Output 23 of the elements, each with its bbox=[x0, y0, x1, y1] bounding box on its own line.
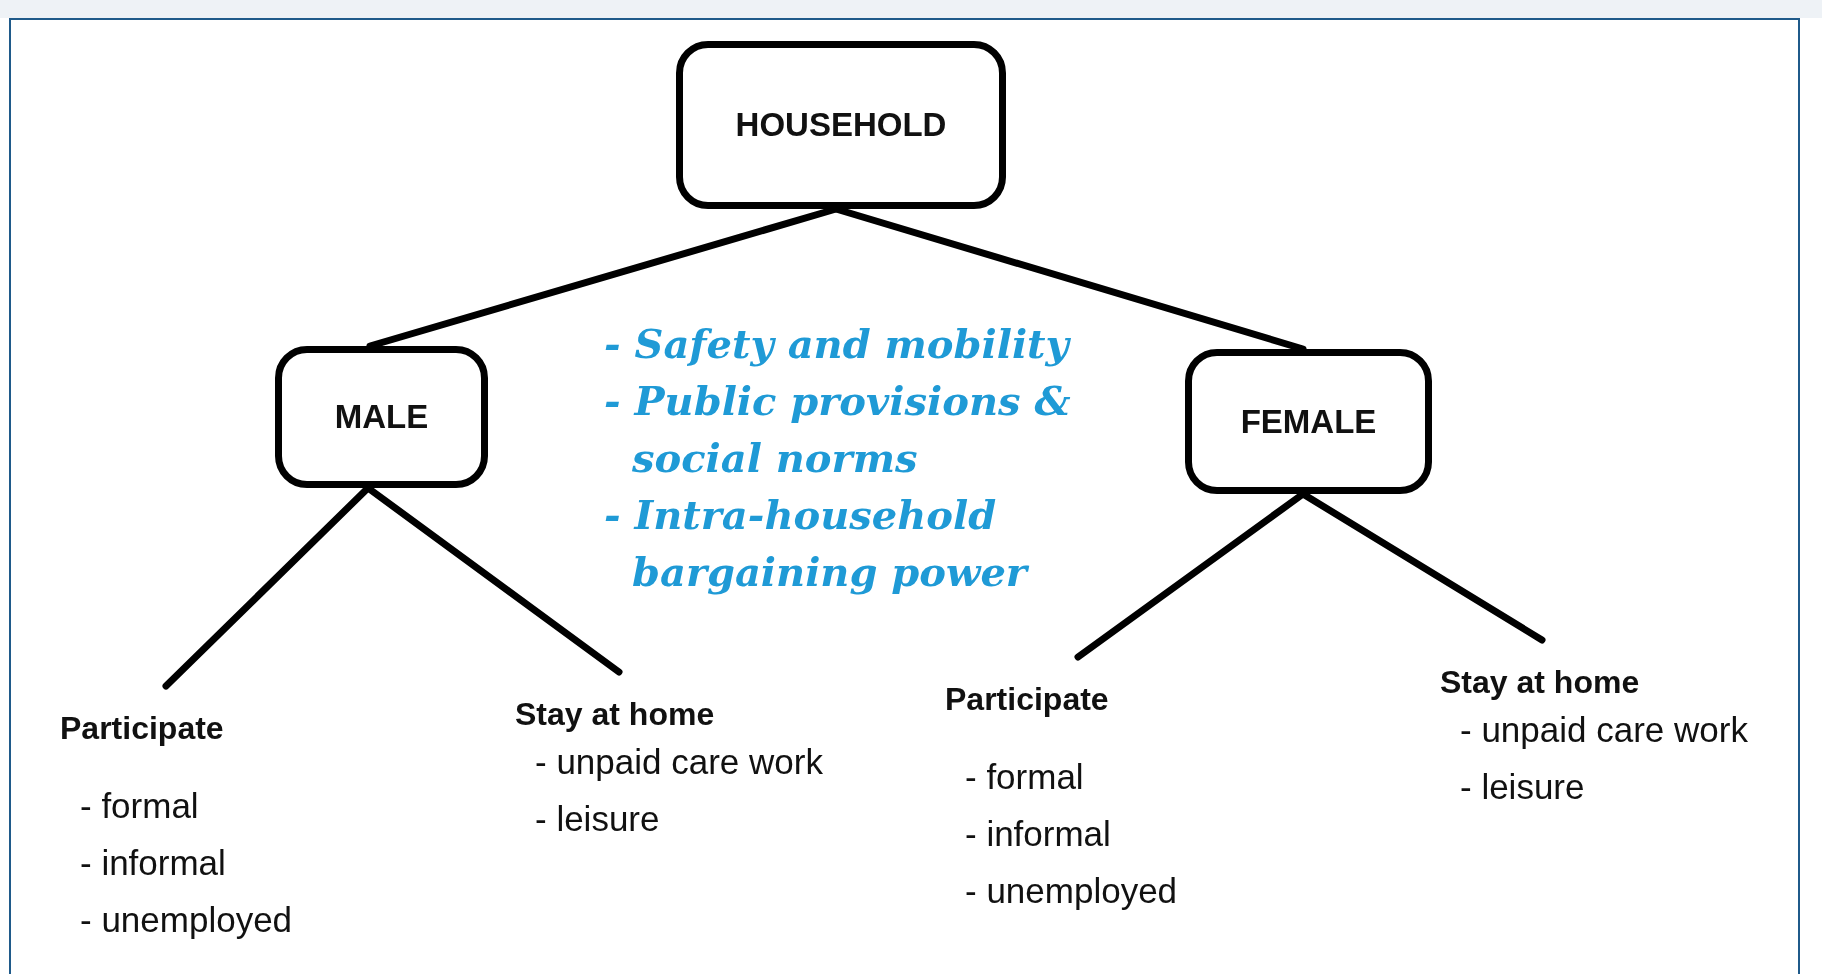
category-heading: Stay at home bbox=[515, 696, 716, 733]
factor-item: - Safety and mobility bbox=[604, 319, 1072, 369]
node-label: HOUSEHOLD bbox=[735, 106, 947, 144]
factor-item: - Intra-household bargaining power bbox=[604, 490, 1030, 597]
list-item: - unemployed bbox=[80, 899, 294, 941]
list-item: - unpaid care work bbox=[535, 741, 824, 783]
rounded-box bbox=[275, 346, 488, 488]
list-item: - unemployed bbox=[965, 870, 1179, 912]
list-item: - formal bbox=[80, 785, 200, 827]
node-label: MALE bbox=[334, 398, 429, 436]
list-item: - leisure bbox=[535, 798, 661, 840]
list-item: - informal bbox=[965, 813, 1112, 855]
list-item: - formal bbox=[965, 756, 1085, 798]
factor-item: - Public provisions & social norms bbox=[604, 376, 1072, 483]
category-heading: Stay at home bbox=[1440, 664, 1641, 701]
list-item: - leisure bbox=[1460, 766, 1586, 808]
category-heading: Participate bbox=[945, 681, 1110, 718]
rounded-box bbox=[676, 41, 1006, 209]
list-item: - unpaid care work bbox=[1460, 709, 1749, 751]
node-label: FEMALE bbox=[1240, 402, 1377, 441]
category-heading: Participate bbox=[60, 710, 225, 747]
list-item: - informal bbox=[80, 842, 227, 884]
rounded-box bbox=[1185, 349, 1432, 494]
